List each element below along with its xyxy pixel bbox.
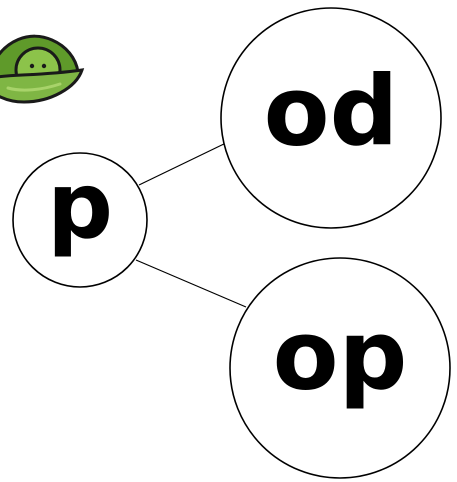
connector-line-op (135, 259, 247, 308)
child-node-label: op (273, 299, 408, 411)
root-node-label: p (47, 152, 113, 259)
child-node-op: op (229, 257, 451, 479)
peapod-mascot-icon (0, 34, 85, 104)
child-node-circle (229, 257, 451, 479)
child-node-circle (220, 7, 442, 229)
root-node: p (12, 152, 148, 288)
child-node-od: od (220, 7, 442, 229)
child-node-label: od (264, 55, 399, 167)
connector-line-od (138, 141, 229, 186)
root-node-circle (12, 152, 148, 288)
